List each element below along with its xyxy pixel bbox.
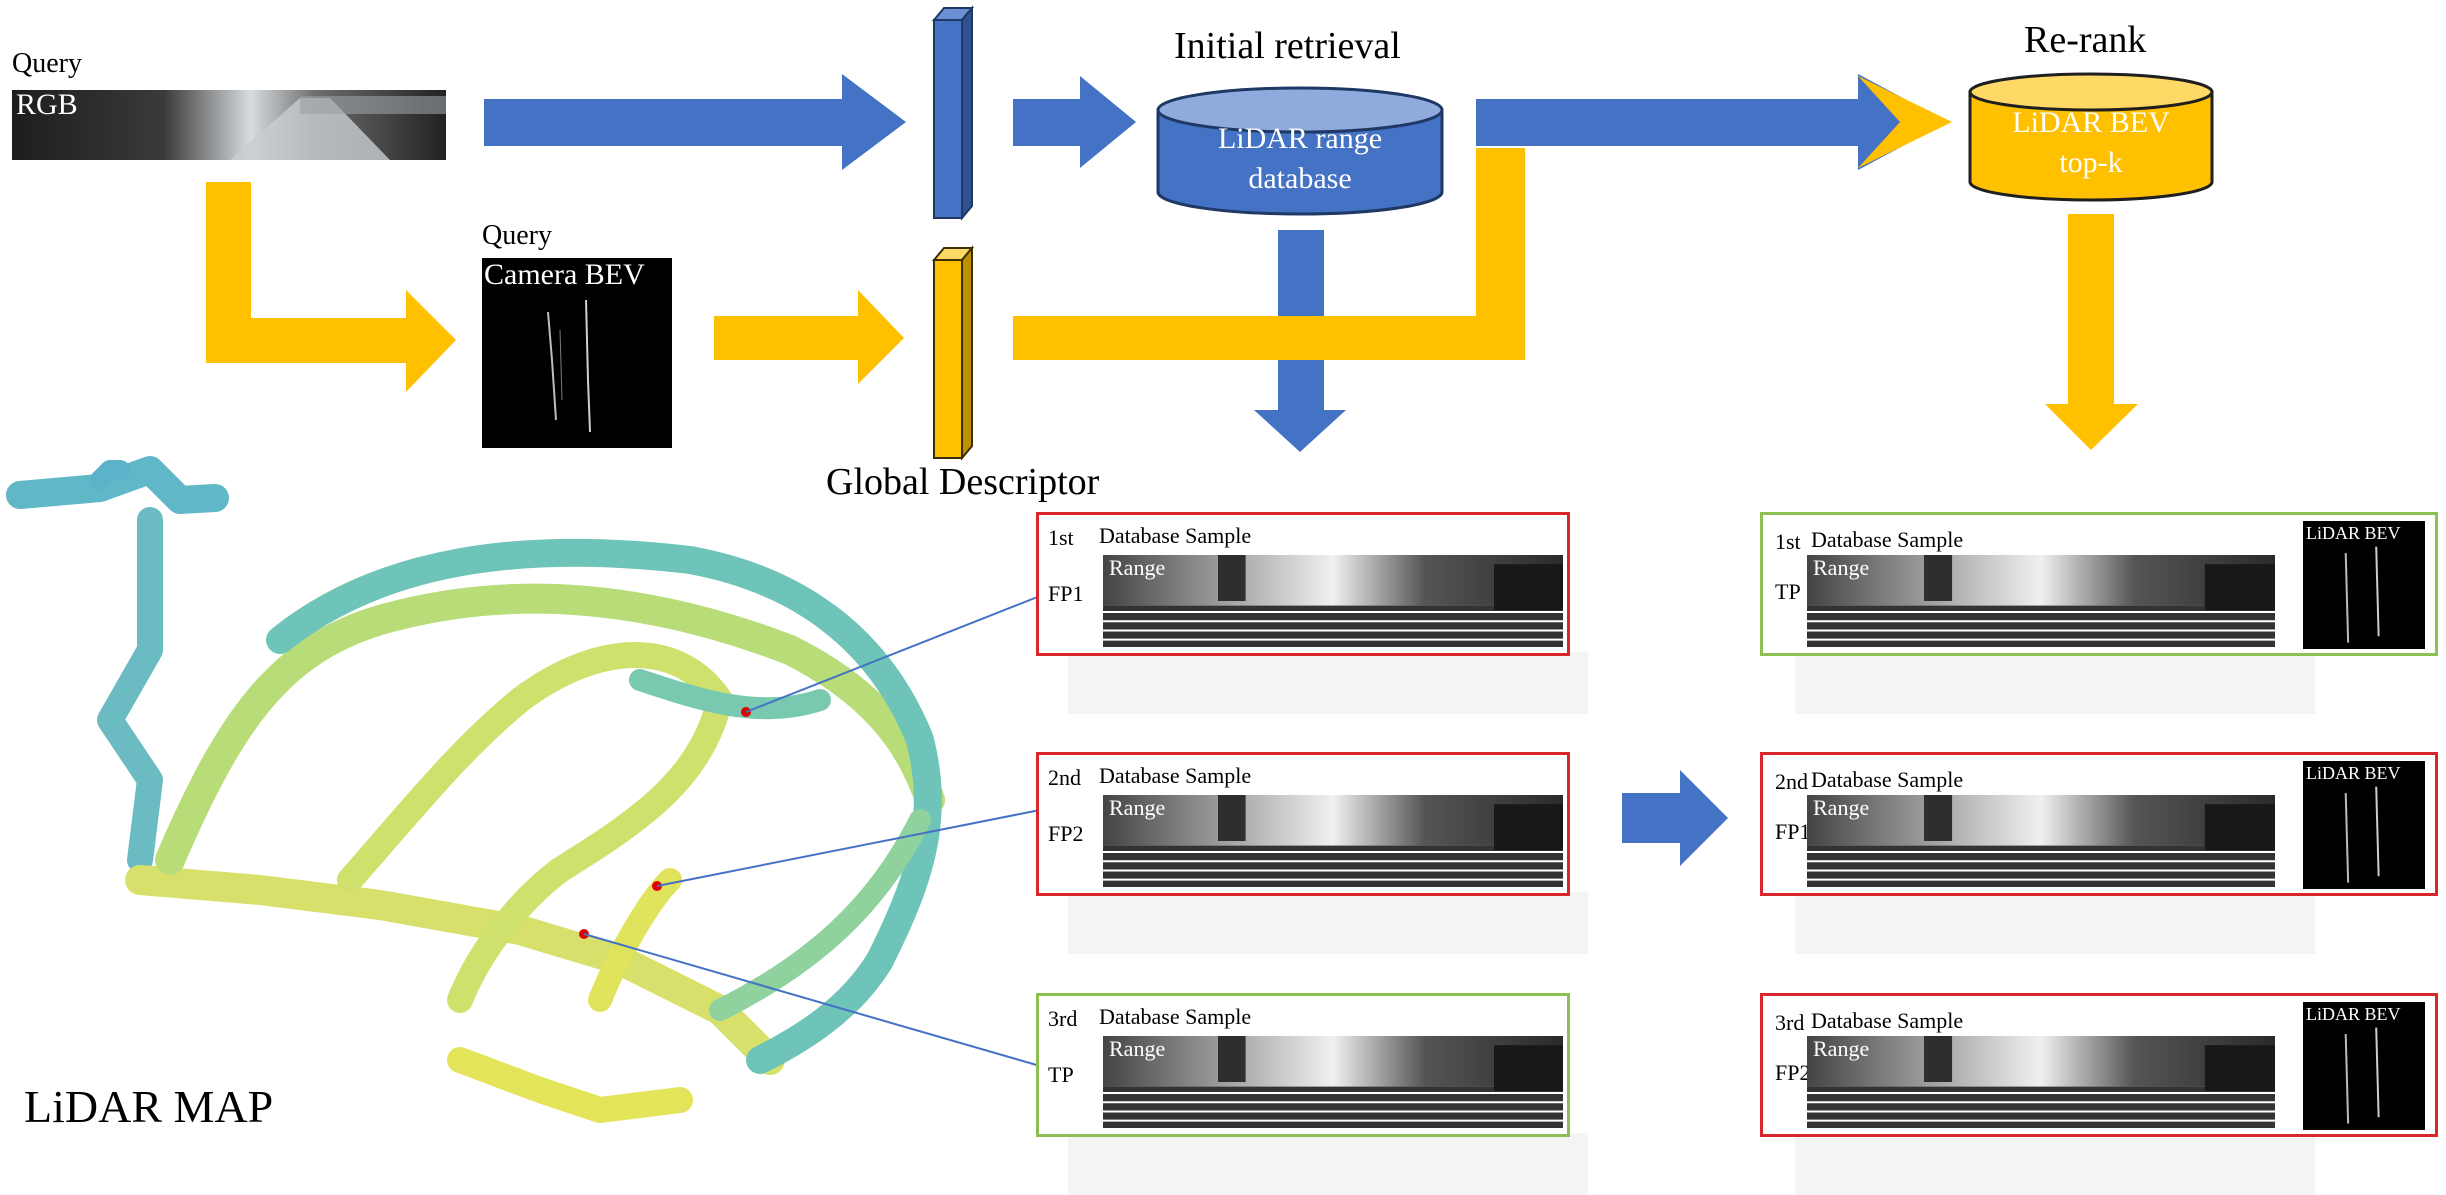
result-tag: FP2 [1775, 1060, 1811, 1085]
range-label: Range [1109, 555, 1166, 580]
result-tag: FP1 [1048, 581, 1084, 606]
leader-line-2 [656, 809, 1041, 887]
initial-result-panel: 1st Database Sample FP1 Range [1036, 512, 1570, 656]
panel-shadow [1068, 892, 1588, 954]
lidar-bev-label: LiDAR BEV [2306, 523, 2401, 543]
initial-retrieval-label: Initial retrieval [1174, 25, 1401, 67]
query-camera-bev-image [482, 258, 672, 448]
range-label: Range [1109, 1036, 1166, 1061]
lidar-bev-label: LiDAR BEV [2306, 763, 2401, 783]
initial-result-panel: 3rd Database Sample TP Range [1036, 993, 1570, 1137]
range-image: Range [1807, 1036, 2275, 1128]
leader-line-1 [745, 595, 1041, 713]
rerank-label: Re-rank [2024, 19, 2147, 61]
yellow-descriptor-bar [931, 245, 975, 461]
leader-line-3 [583, 933, 1041, 1067]
query-rgb-caption: Query [12, 48, 82, 79]
lidar-range-database-cylinder [1156, 86, 1444, 216]
range-label: Range [1813, 555, 1870, 580]
lidar-range-db-line2: database [1248, 162, 1352, 195]
lidar-bev-graphic [2344, 1027, 2380, 1124]
result-tag: TP [1048, 1062, 1074, 1087]
lidar-bev-topk-cylinder [1968, 72, 2214, 202]
panel-shadow [1068, 652, 1588, 714]
lidar-bev-image: LiDAR BEV [2303, 521, 2425, 649]
range-image-graphic [1807, 795, 2275, 887]
database-sample-label: Database Sample [1811, 767, 1964, 792]
lidar-bev-label: LiDAR BEV [2306, 1004, 2401, 1024]
panel-shadow [1795, 892, 2315, 954]
result-tag: FP2 [1048, 821, 1084, 846]
result-tag: FP1 [1775, 819, 1811, 844]
range-image-graphic [1103, 555, 1563, 647]
lidar-bev-graphic [2344, 546, 2380, 643]
arrows-layer [6, 5, 2214, 1123]
blue-descriptor-bar [931, 5, 975, 221]
camera-bev-label: Camera BEV [484, 258, 645, 291]
range-label: Range [1813, 1036, 1870, 1061]
rank-label: 2nd [1775, 769, 1808, 794]
rank-label: 3rd [1048, 1006, 1078, 1031]
range-image: Range [1807, 795, 2275, 887]
lidar-map-label: LiDAR MAP [24, 1081, 274, 1132]
range-image: Range [1103, 795, 1563, 887]
arrow-yellow-head-rerank [1858, 76, 1952, 168]
database-sample-label: Database Sample [1811, 1008, 1964, 1033]
database-sample-label: Database Sample [1099, 763, 1252, 788]
range-image: Range [1807, 555, 2275, 647]
reranked-result-panel: 3rd Database Sample FP2 Range [1760, 993, 2438, 1137]
range-image: Range [1103, 1036, 1563, 1128]
arrow-left-to-right-results [1622, 770, 1728, 866]
query-bev-caption: Query [482, 220, 552, 251]
pipeline-diagram: Query RGB Query Camera BEV Global Descri… [6, 5, 2438, 1195]
arrow-descriptor-to-rerank [1013, 148, 1525, 360]
database-sample-label: Database Sample [1811, 527, 1964, 552]
lidar-bev-graphic [2344, 786, 2380, 883]
initial-result-panel: 2nd Database Sample FP2 Range [1036, 752, 1570, 896]
rank-label: 3rd [1775, 1010, 1805, 1035]
range-image-graphic [1103, 1036, 1563, 1128]
arrow-rgb-to-descriptor [484, 74, 906, 170]
rank-label: 1st [1048, 525, 1074, 550]
rank-label: 2nd [1048, 765, 1081, 790]
panel-shadow [1068, 1133, 1588, 1195]
range-image-graphic [1103, 795, 1563, 887]
query-rgb-image [12, 90, 446, 160]
range-image-graphic [1807, 555, 2275, 647]
range-image: Range [1103, 555, 1563, 647]
rgb-label: RGB [16, 88, 78, 121]
database-sample-label: Database Sample [1099, 1004, 1252, 1029]
reranked-result-panel: 1st Database Sample TP Range [1760, 512, 2438, 656]
lidar-bev-topk-line2: top-k [2059, 146, 2123, 179]
lidar-bev-image: LiDAR BEV [2303, 1002, 2425, 1130]
panel-shadow [1795, 652, 2315, 714]
arrow-rgb-to-camera-bev [206, 182, 456, 392]
panel-shadow [1795, 1133, 2315, 1195]
arrow-rerank-down [2045, 214, 2138, 450]
lidar-map [6, 456, 945, 1123]
database-sample-label: Database Sample [1099, 523, 1252, 548]
arrow-camera-bev-to-descriptor [714, 290, 904, 384]
arrow-db-to-rerank [1476, 74, 1948, 170]
range-label: Range [1109, 795, 1166, 820]
range-image-graphic [1807, 1036, 2275, 1128]
rank-label: 1st [1775, 529, 1801, 554]
arrow-descriptor-to-db [1013, 76, 1136, 168]
range-label: Range [1813, 795, 1870, 820]
result-tag: TP [1775, 579, 1801, 604]
lidar-range-db-line1: LiDAR range [1217, 122, 1383, 155]
reranked-result-panel: 2nd Database Sample FP1 Range [1760, 752, 2438, 896]
lidar-bev-topk-line1: LiDAR BEV [2012, 106, 2170, 139]
lidar-bev-image: LiDAR BEV [2303, 761, 2425, 889]
global-descriptor-label: Global Descriptor [826, 461, 1100, 503]
